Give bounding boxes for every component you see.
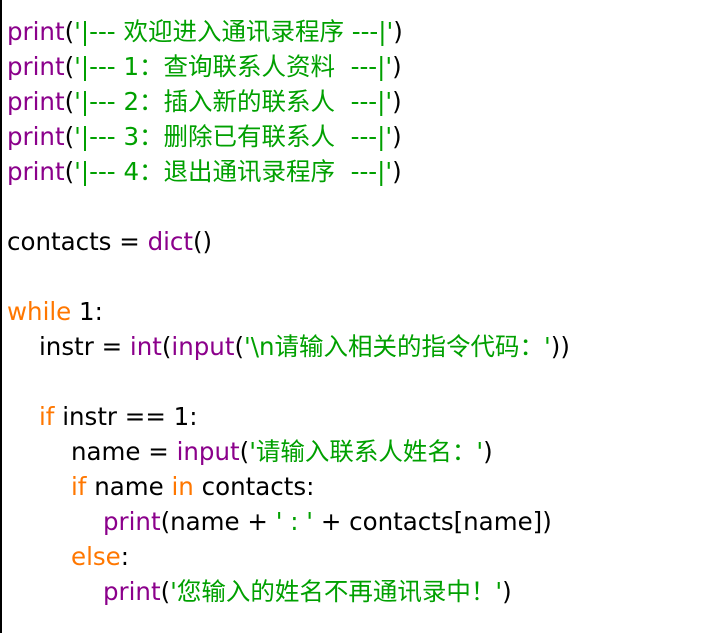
code-text: name = xyxy=(71,437,177,466)
code-line[interactable]: while 1: xyxy=(7,294,711,329)
code-text: contacts = xyxy=(7,227,148,256)
code-text: ( xyxy=(64,122,75,151)
builtin-token: input xyxy=(171,332,235,361)
code-line[interactable]: print(name + ' : ' + contacts[name]) xyxy=(7,504,711,539)
builtin-token: print xyxy=(7,17,65,46)
code-text: contacts: xyxy=(193,472,315,501)
keyword-token: if xyxy=(71,472,87,501)
code-text: )) xyxy=(550,332,570,361)
code-text: ( xyxy=(64,157,75,186)
code-line[interactable]: else: xyxy=(7,539,711,574)
string-literal: '|--- 3：删除已有联系人 ---|' xyxy=(74,122,393,151)
builtin-token: input xyxy=(176,437,240,466)
builtin-token: print xyxy=(7,87,65,116)
builtin-token: print xyxy=(7,157,65,186)
code-line[interactable]: if name in contacts: xyxy=(7,469,711,504)
code-text: ( xyxy=(64,52,75,81)
code-text: name xyxy=(86,472,172,501)
code-line[interactable]: if instr == 1: xyxy=(7,399,711,434)
keyword-token: if xyxy=(39,402,55,431)
editor-left-border xyxy=(0,0,2,633)
code-text: ) xyxy=(392,52,402,81)
code-text: + contacts[name]) xyxy=(313,507,552,536)
code-text: : xyxy=(120,542,129,571)
string-literal: '|--- 2：插入新的联系人 ---|' xyxy=(74,87,393,116)
code-line[interactable]: instr = int(input('\n请输入相关的指令代码：')) xyxy=(7,329,711,364)
code-text: ) xyxy=(502,577,512,606)
builtin-token: dict xyxy=(147,227,193,256)
builtin-token: int xyxy=(129,332,162,361)
builtin-token: print xyxy=(103,507,161,536)
code-text: ) xyxy=(393,17,403,46)
builtin-token: print xyxy=(103,577,161,606)
code-line[interactable]: name = input('请输入联系人姓名：') xyxy=(7,434,711,469)
keyword-token: while xyxy=(7,297,72,326)
code-line[interactable]: print('|--- 4：退出通讯录程序 ---|') xyxy=(7,154,711,189)
code-text: ) xyxy=(483,437,493,466)
code-line[interactable]: print('|--- 3：删除已有联系人 ---|') xyxy=(7,119,711,154)
code-line[interactable]: print('|--- 1：查询联系人资料 ---|') xyxy=(7,49,711,84)
code-text: (name + xyxy=(160,507,276,536)
code-line[interactable]: contacts = dict() xyxy=(7,224,711,259)
code-text: ) xyxy=(392,157,402,186)
string-literal: '|--- 1：查询联系人资料 ---|' xyxy=(74,52,393,81)
string-literal: '\n请输入相关的指令代码：' xyxy=(244,332,551,361)
string-literal: ' : ' xyxy=(275,507,314,536)
code-text: ( xyxy=(64,17,75,46)
keyword-token: in xyxy=(171,472,194,501)
code-text: () xyxy=(193,227,213,256)
string-literal: '您输入的姓名不再通讯录中！' xyxy=(170,577,503,606)
string-literal: '|--- 4：退出通讯录程序 ---|' xyxy=(74,157,393,186)
builtin-token: print xyxy=(7,122,65,151)
code-text: ) xyxy=(392,122,402,151)
string-literal: '|--- 欢迎进入通讯录程序 ---|' xyxy=(74,17,394,46)
code-text: ( xyxy=(239,437,250,466)
code-line[interactable]: print('您输入的姓名不再通讯录中！') xyxy=(7,574,711,609)
code-line[interactable]: print('|--- 2：插入新的联系人 ---|') xyxy=(7,84,711,119)
string-literal: '请输入联系人姓名：' xyxy=(249,437,484,466)
code-line[interactable]: print('|--- 欢迎进入通讯录程序 ---|') xyxy=(7,14,711,49)
code-line[interactable] xyxy=(7,259,711,294)
code-text: ( xyxy=(64,87,75,116)
code-text: 1: xyxy=(71,297,103,326)
code-text: instr = xyxy=(39,332,130,361)
builtin-token: print xyxy=(7,52,65,81)
code-text: ( xyxy=(160,577,171,606)
code-area[interactable]: print('|--- 欢迎进入通讯录程序 ---|')print('|--- … xyxy=(7,14,711,609)
code-text: ( xyxy=(161,332,172,361)
code-text: ( xyxy=(234,332,244,361)
code-text: instr == 1: xyxy=(54,402,198,431)
keyword-token: else xyxy=(71,542,121,571)
code-text: ) xyxy=(392,87,402,116)
code-line[interactable] xyxy=(7,189,711,224)
code-line[interactable] xyxy=(7,364,711,399)
